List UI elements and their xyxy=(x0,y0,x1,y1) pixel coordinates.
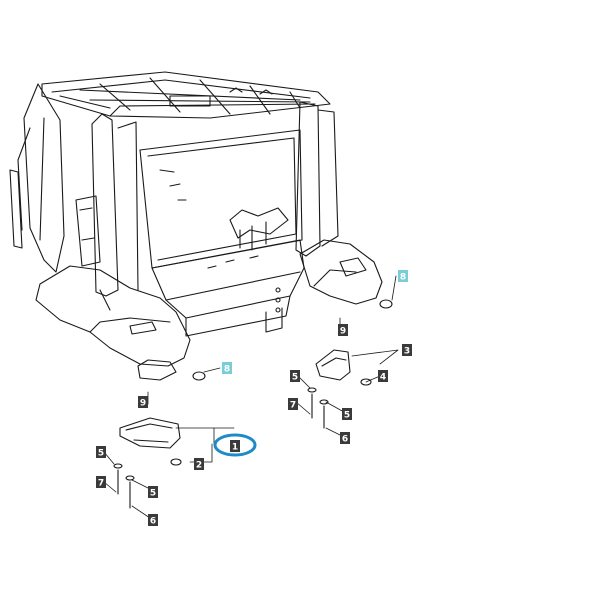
grommet-8-right xyxy=(379,299,393,309)
callout-box xyxy=(148,514,158,526)
grommet-8-left xyxy=(192,371,206,381)
callout-box xyxy=(378,370,388,382)
callout-6: 6 xyxy=(340,432,350,445)
callout-7: 7 xyxy=(96,476,106,489)
callout-7: 7 xyxy=(288,398,298,411)
callout-box xyxy=(398,270,408,282)
callout-layer: 1 2 3 4 5 5 5 5 6 6 7 7 8 8 9 9 xyxy=(96,270,412,527)
callout-label: 2 xyxy=(196,461,202,471)
callout-label: 7 xyxy=(290,401,296,411)
callout-1: 1 xyxy=(230,440,240,453)
callout-5: 5 xyxy=(342,408,352,421)
callout-9: 9 xyxy=(138,396,148,409)
base-beam xyxy=(151,239,305,337)
callout-2: 2 xyxy=(194,458,204,471)
callout-9: 9 xyxy=(338,324,348,337)
front-left-pillar xyxy=(91,113,139,297)
callout-box xyxy=(96,476,106,488)
callout-8: 8 xyxy=(398,270,408,283)
rear-window xyxy=(139,129,303,269)
callout-box xyxy=(340,432,350,444)
callout-label: 9 xyxy=(340,327,346,337)
callout-5: 5 xyxy=(290,370,300,383)
callout-label: 5 xyxy=(292,373,298,383)
callout-box xyxy=(230,440,240,452)
callout-label: 1 xyxy=(232,443,238,453)
callout-box xyxy=(342,408,352,420)
callout-4: 4 xyxy=(378,370,388,383)
callout-5: 5 xyxy=(96,446,106,459)
right-fastener-stack xyxy=(307,378,372,429)
callout-6: 6 xyxy=(148,514,158,527)
callout-box xyxy=(138,396,148,408)
callout-box xyxy=(338,324,348,336)
callout-box xyxy=(96,446,106,458)
callout-box xyxy=(222,362,232,374)
callout-box xyxy=(194,458,204,470)
callout-label: 5 xyxy=(98,449,104,459)
callout-label: 6 xyxy=(150,517,156,527)
callout-box xyxy=(288,398,298,410)
callout-label: 8 xyxy=(400,273,406,283)
callout-box xyxy=(148,486,158,498)
lower-right-mount xyxy=(315,349,351,381)
callout-label: 7 xyxy=(98,479,104,489)
callout-label: 5 xyxy=(150,489,156,499)
callout-8: 8 xyxy=(222,362,232,375)
callout-label: 5 xyxy=(344,411,350,421)
callout-box xyxy=(402,344,412,356)
callout-label: 6 xyxy=(342,435,348,445)
roof-frame xyxy=(41,71,331,119)
callout-5: 5 xyxy=(148,486,158,499)
callout-3: 3 xyxy=(402,344,412,357)
callout-label: 3 xyxy=(404,347,410,357)
left-fender xyxy=(35,195,191,367)
leader-lines xyxy=(103,275,399,519)
left-fastener-stack xyxy=(113,458,182,509)
lower-left-mount xyxy=(119,359,181,449)
callout-label: 9 xyxy=(140,399,146,409)
left-pillar xyxy=(9,83,65,273)
callout-label: 8 xyxy=(224,365,230,375)
callout-box xyxy=(290,370,300,382)
right-fender xyxy=(299,239,383,305)
callout-label: 4 xyxy=(380,373,386,383)
highlight-ring xyxy=(213,433,257,457)
